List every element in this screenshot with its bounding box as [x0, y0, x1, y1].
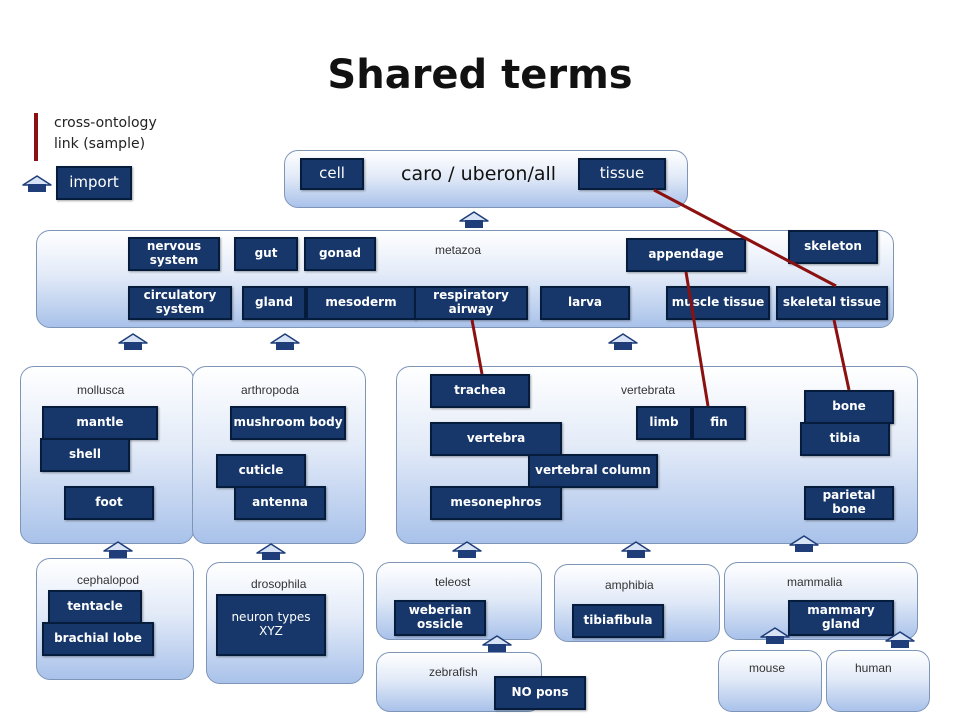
caro-label: caro / uberon/all [401, 163, 557, 185]
term-tentacle: tentacle [48, 590, 142, 624]
term-appendage: appendage [626, 238, 746, 272]
legend-import-box: import [56, 166, 132, 200]
term-gland: gland [242, 286, 306, 320]
link-tissue-skeletal-tissue [653, 188, 837, 288]
vertebrata-label: vertebrata [621, 383, 676, 397]
term-skeleton: skeleton [788, 230, 878, 264]
mollusca-label: mollusca [77, 383, 125, 397]
term-mesonephros: mesonephros [430, 486, 562, 520]
term-larva: larva [540, 286, 630, 320]
page-title: Shared terms [327, 52, 633, 98]
term-foot: foot [64, 486, 154, 520]
legend-import-arrow-icon [22, 175, 52, 193]
link-appendage-fin [684, 271, 710, 407]
term-trachea: trachea [430, 374, 530, 408]
import-arrow-icon-mouse [760, 627, 790, 645]
term-weberian-ossicle: weberian ossicle [394, 600, 486, 636]
import-arrow-icon-amphibia [621, 541, 651, 559]
legend-link-line1: cross-ontology [54, 115, 157, 131]
term-circulatory-system: circulatory system [128, 286, 232, 320]
term-gonad: gonad [304, 237, 376, 271]
term-tibia: tibia [800, 422, 890, 456]
arthropoda-label: arthropoda [241, 383, 300, 397]
human-label: human [855, 661, 892, 675]
zebrafish-label: zebrafish [429, 665, 478, 679]
term-shell: shell [40, 438, 130, 472]
legend-link-line2: link (sample) [54, 136, 146, 152]
import-arrow-icon-arthropoda [270, 333, 300, 351]
metazoa-label: metazoa [435, 243, 482, 257]
term-skeletal-tissue: skeletal tissue [776, 286, 888, 320]
legend-link-text: cross-ontology link (sample) [54, 113, 157, 155]
term-mesoderm: mesoderm [306, 286, 416, 320]
term-mushroom-body: mushroom body [230, 406, 346, 440]
import-arrow-icon-mammalia [789, 535, 819, 553]
import-arrow-icon-teleost [452, 541, 482, 559]
panel-mouse: mouse [718, 650, 822, 712]
term-respiratory-airway: respiratory airway [414, 286, 528, 320]
import-arrow-icon-metazoa [459, 211, 489, 229]
term-mammary-gland: mammary gland [788, 600, 894, 636]
cephalopod-label: cephalopod [77, 573, 140, 587]
term-muscle-tissue: muscle tissue [666, 286, 770, 320]
term-cuticle: cuticle [216, 454, 306, 488]
panel-human: human [826, 650, 930, 712]
term-vertebral-column: vertebral column [528, 454, 658, 488]
import-arrow-icon-drosophila [256, 543, 286, 561]
term-neuron-types: neuron types XYZ [216, 594, 326, 656]
mammalia-label: mammalia [787, 575, 843, 589]
link-skeletal-tissue-bone [832, 319, 851, 391]
term-gut: gut [234, 237, 298, 271]
term-limb: limb [636, 406, 692, 440]
term-vertebra: vertebra [430, 422, 562, 456]
amphibia-label: amphibia [605, 578, 654, 592]
term-cell: cell [300, 158, 364, 190]
import-arrow-icon-human [885, 631, 915, 649]
term-tissue: tissue [578, 158, 666, 190]
term-no-pons: NO pons [494, 676, 586, 710]
term-nervous-system: nervous system [128, 237, 220, 271]
term-tibiafibula: tibiafibula [572, 604, 664, 638]
teleost-label: teleost [435, 575, 471, 589]
import-arrow-icon-vertebrata [608, 333, 638, 351]
drosophila-label: drosophila [251, 577, 307, 591]
term-fin: fin [692, 406, 746, 440]
term-parietal-bone: parietal bone [804, 486, 894, 520]
import-arrow-icon-cephalopod [103, 541, 133, 559]
link-respiratory-airway-trachea [470, 319, 484, 375]
import-arrow-icon-mollusca [118, 333, 148, 351]
import-arrow-icon-zebrafish [482, 635, 512, 653]
mouse-label: mouse [749, 661, 786, 675]
link-line-sample [34, 113, 38, 161]
term-brachial-lobe: brachial lobe [42, 622, 154, 656]
term-antenna: antenna [234, 486, 326, 520]
